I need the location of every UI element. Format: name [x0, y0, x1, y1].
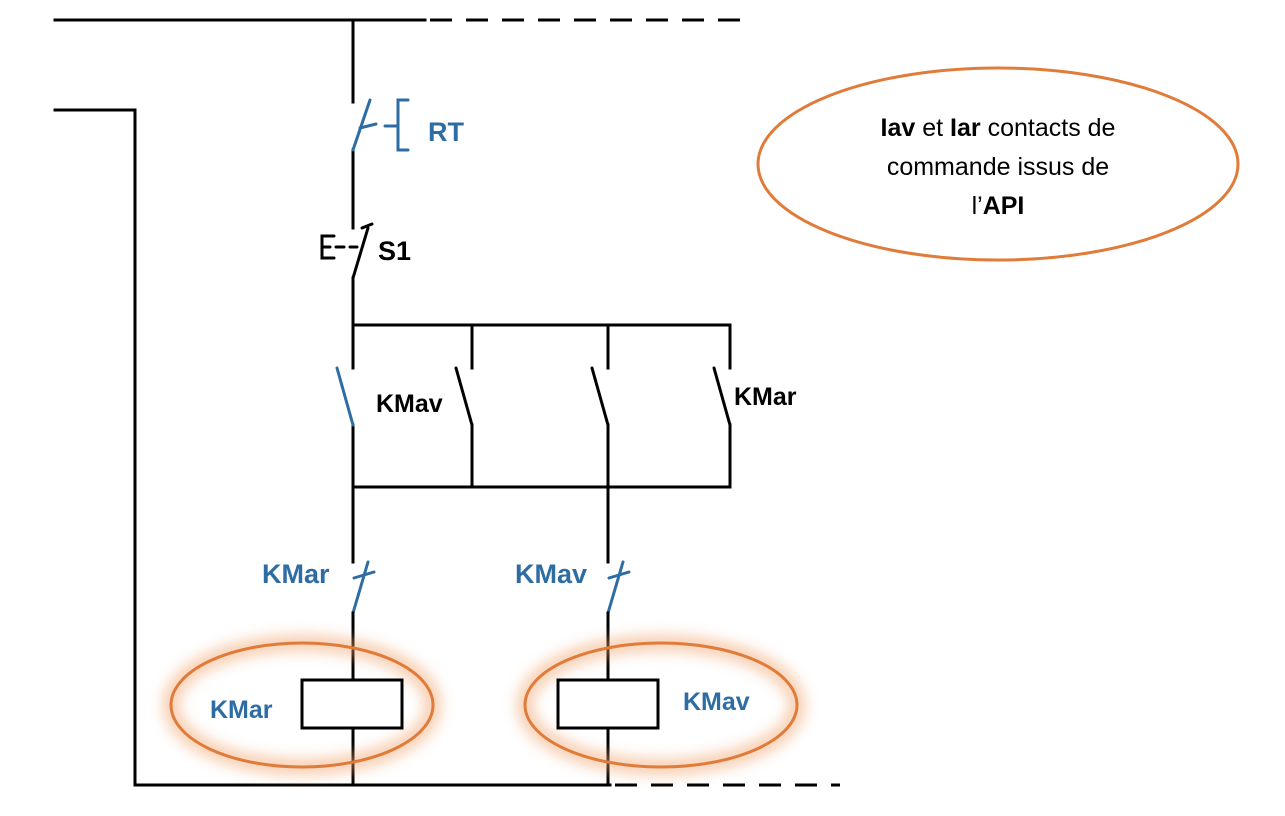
iar-contact [590, 366, 610, 427]
kmar-hold-label: KMar [734, 383, 797, 411]
rt-thermal-contact: RT [351, 98, 464, 152]
rt-label: RT [428, 117, 464, 147]
right-output-branch: KMav [515, 485, 631, 787]
note-line-3: l’API [972, 192, 1025, 220]
annotation-note: Iav et Iar contacts de commande issus de… [756, 66, 1240, 262]
s1-stop-button: S1 [320, 222, 411, 280]
interlock-right-label: KMav [515, 559, 587, 589]
interlock-left-label: KMar [262, 559, 330, 589]
coil-right-label: KMav [683, 688, 750, 716]
coil-highlights [163, 635, 805, 775]
coil-left-label: KMar [210, 696, 273, 724]
return-rail [53, 108, 840, 787]
parallel-contact-block: KMav KMar [335, 323, 797, 489]
kmav-hold-label: KMav [376, 390, 443, 418]
kmav-coil: KMav [556, 678, 750, 730]
note-line-1: Iav et Iar contacts de [881, 114, 1116, 142]
kmar-coil: KMar [210, 678, 404, 730]
note-line-2: commande issus de [887, 153, 1109, 181]
iav-contact [335, 366, 355, 427]
s1-label: S1 [378, 236, 411, 266]
